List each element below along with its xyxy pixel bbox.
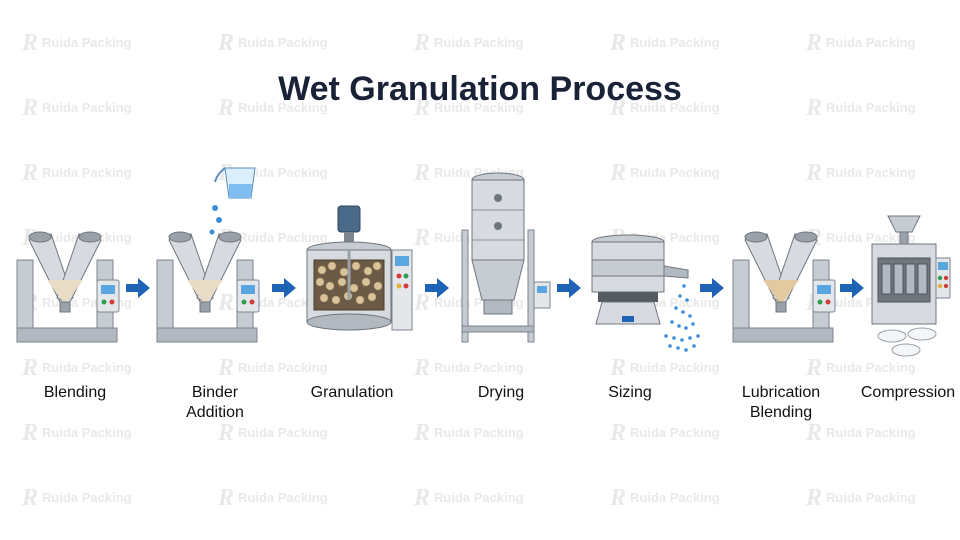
arrow-right-icon (272, 278, 296, 298)
arrow-right-icon (840, 278, 864, 298)
arrow-right-icon (425, 278, 449, 298)
arrow-right-icon (126, 278, 150, 298)
vibrating-sieve-icon (591, 234, 700, 352)
step-blending: Blending (15, 220, 135, 420)
step-sizing: Sizing (588, 232, 708, 420)
page-title: Wet Granulation Process (278, 70, 682, 108)
step-label: Compression (860, 384, 956, 401)
step-label: Blending (43, 384, 107, 401)
step-granulation: Granulation (302, 200, 422, 420)
v-blender-icon (732, 231, 836, 343)
tablet-press-icon (871, 215, 951, 357)
fluid-bed-dryer-icon (461, 172, 551, 343)
arrow-right-icon (700, 278, 724, 298)
step-label: Drying (477, 384, 525, 401)
step-drying: Drying (456, 170, 576, 420)
step-label: Granulation (310, 384, 394, 401)
v-blender-icon (16, 231, 120, 343)
high-shear-granulator-icon (306, 205, 413, 331)
step-compression: Compression (861, 212, 960, 420)
v-blender-with-beaker-icon (156, 167, 260, 343)
step-label: Sizing (608, 384, 652, 401)
arrow-right-icon (557, 278, 581, 298)
